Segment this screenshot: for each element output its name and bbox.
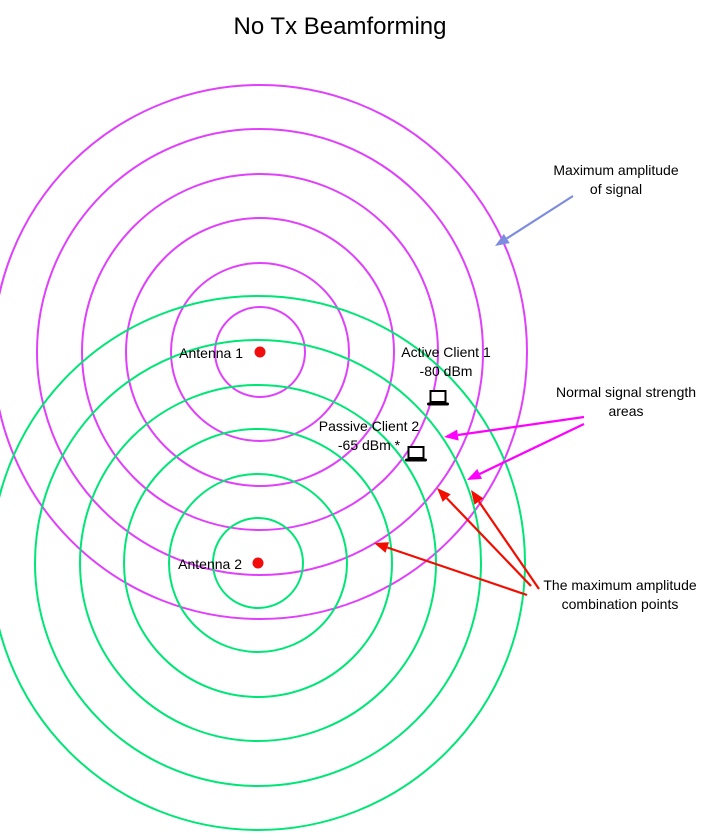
max-amplitude-annotation: Maximum amplitude of signal <box>553 161 678 199</box>
max-amplitude-annotation-line1: Maximum amplitude <box>553 162 679 178</box>
active-client-1-signal: -80 dBm <box>419 363 473 379</box>
combination-points-arrow <box>374 542 528 597</box>
passive-client-2-label: Passive Client 2 -65 dBm * <box>319 417 419 455</box>
passive-client-2-laptop-icon <box>405 446 427 462</box>
diagram-title: No Tx Beamforming <box>233 13 447 40</box>
normal-signal-areas-arrow <box>444 415 585 441</box>
antenna-2-dot <box>252 557 264 569</box>
antenna-1-label: Antenna 1 <box>179 345 243 361</box>
passive-client-2-name: Passive Client 2 <box>318 418 420 434</box>
normal-signal-annotation: Normal signal strength areas <box>556 383 696 421</box>
active-client-1-name: Active Client 1 <box>401 344 491 360</box>
combination-points-annotation-line1: The maximum amplitude <box>543 577 697 593</box>
max-amplitude-annotation-line2: of signal <box>589 181 643 197</box>
max-amplitude-arrow <box>495 195 574 246</box>
active-client-1-laptop-icon <box>427 390 449 406</box>
signal-rings-antenna-1 <box>0 84 528 620</box>
passive-client-2-signal: -65 dBm * <box>337 437 401 453</box>
normal-signal-annotation-line1: Normal signal strength <box>555 384 697 400</box>
antenna-2-label: Antenna 2 <box>178 556 242 572</box>
combination-points-arrow <box>437 488 532 587</box>
combination-points-annotation: The maximum amplitude combination points <box>543 576 696 614</box>
normal-signal-areas-arrow <box>467 423 585 480</box>
signal-rings-antenna-2 <box>0 295 526 831</box>
normal-signal-annotation-line2: areas <box>608 403 644 419</box>
combination-points-annotation-line2: combination points <box>561 596 679 612</box>
active-client-1-label: Active Client 1 -80 dBm <box>401 343 490 381</box>
antenna-1-dot <box>254 346 266 358</box>
combination-points-arrow <box>471 490 540 590</box>
